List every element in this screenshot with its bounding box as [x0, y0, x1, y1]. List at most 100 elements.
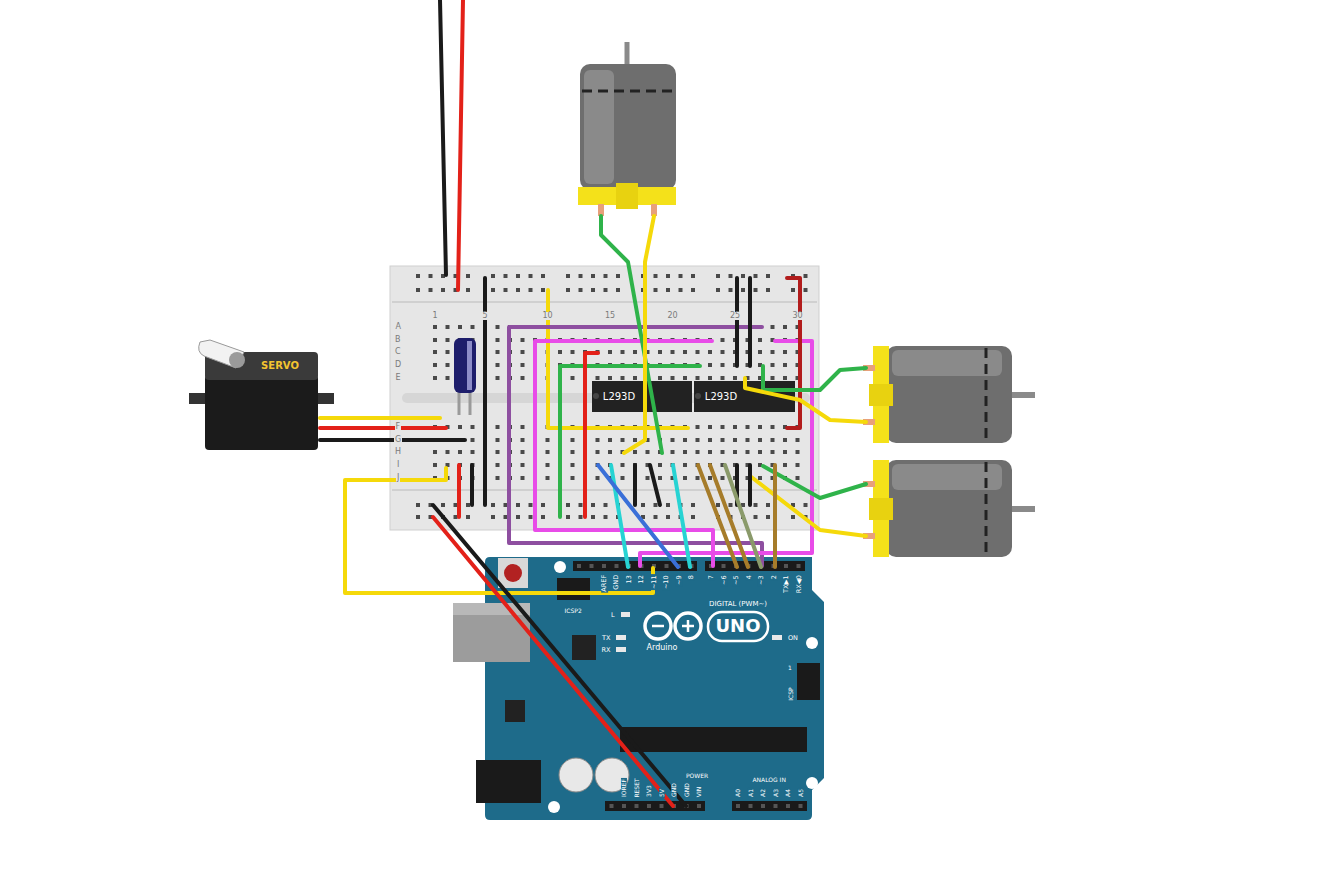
header-pin — [610, 804, 614, 808]
breadboard-hole — [804, 288, 808, 292]
pin-label: RX — [601, 647, 612, 654]
breadboard-index: 10 — [542, 312, 554, 320]
breadboard-hole — [458, 325, 462, 329]
breadboard-hole — [591, 503, 595, 507]
header-pin — [736, 804, 740, 808]
breadboard-hole — [804, 274, 808, 278]
breadboard-index: A — [395, 323, 402, 331]
breadboard-index: 20 — [667, 312, 679, 320]
breadboard-hole — [471, 425, 475, 429]
breadboard-hole — [621, 376, 625, 380]
breadboard-hole — [491, 515, 495, 519]
breadboard-index: F — [395, 423, 402, 431]
header-pin — [697, 804, 701, 808]
breadboard-hole — [566, 515, 570, 519]
dc-motor — [578, 42, 676, 216]
header-pin — [665, 564, 669, 568]
pin-label: 3V3 — [646, 784, 652, 798]
breadboard-hole — [521, 363, 525, 367]
breadboard-hole — [691, 503, 695, 507]
breadboard-hole — [633, 350, 637, 354]
chip-body — [592, 381, 692, 412]
breadboard-hole — [646, 450, 650, 454]
breadboard-hole — [516, 503, 520, 507]
dc-motor — [863, 346, 1035, 443]
breadboard-hole — [446, 338, 450, 342]
header-pin — [774, 804, 778, 808]
breadboard-hole — [771, 363, 775, 367]
dc-motor — [863, 460, 1035, 557]
breadboard-hole — [496, 463, 500, 467]
breadboard-hole — [758, 438, 762, 442]
pin-label: ON — [787, 635, 799, 642]
breadboard-hole — [683, 463, 687, 467]
breadboard-hole — [783, 363, 787, 367]
breadboard-hole — [471, 438, 475, 442]
pin-label: 7 — [708, 574, 715, 580]
breadboard-hole — [671, 450, 675, 454]
breadboard-hole — [433, 376, 437, 380]
breadboard-hole — [446, 325, 450, 329]
breadboard-hole — [516, 515, 520, 519]
breadboard-hole — [658, 476, 662, 480]
breadboard-hole — [679, 274, 683, 278]
breadboard-hole — [608, 350, 612, 354]
breadboard-hole — [429, 274, 433, 278]
breadboard-hole — [571, 376, 575, 380]
breadboard-hole — [696, 476, 700, 480]
breadboard-hole — [783, 325, 787, 329]
breadboard-hole — [791, 288, 795, 292]
breadboard-hole — [491, 503, 495, 507]
servo-body: SERVO — [205, 352, 318, 450]
breadboard-hole — [654, 515, 658, 519]
header-pin — [615, 564, 619, 568]
breadboard-hole — [683, 438, 687, 442]
breadboard-hole — [496, 376, 500, 380]
breadboard-hole — [758, 450, 762, 454]
header-pin — [749, 804, 753, 808]
breadboard-hole — [471, 325, 475, 329]
pin-label: GND — [671, 782, 677, 798]
breadboard-hole — [541, 288, 545, 292]
breadboard-hole — [458, 425, 462, 429]
breadboard-hole — [608, 438, 612, 442]
breadboard-hole — [729, 288, 733, 292]
breadboard-hole — [516, 288, 520, 292]
breadboard-hole — [708, 450, 712, 454]
breadboard-index: 5 — [482, 312, 489, 320]
breadboard-hole — [529, 288, 533, 292]
header-pin — [660, 804, 664, 808]
pin-label: TX — [601, 635, 611, 642]
breadboard-hole — [496, 476, 500, 480]
breadboard-hole — [429, 288, 433, 292]
breadboard-hole — [521, 338, 525, 342]
breadboard-hole — [666, 274, 670, 278]
pin-label: GND — [683, 782, 689, 798]
pin-label: 2 — [770, 574, 777, 580]
breadboard-hole — [783, 376, 787, 380]
breadboard-hole — [658, 350, 662, 354]
pin-label: A3 — [772, 788, 778, 798]
breadboard-hole — [754, 503, 758, 507]
breadboard-hole — [671, 438, 675, 442]
breadboard-hole — [771, 450, 775, 454]
pin-label: ~10 — [663, 574, 670, 590]
breadboard-hole — [541, 515, 545, 519]
breadboard-hole — [658, 376, 662, 380]
breadboard-hole — [546, 450, 550, 454]
breadboard-hole — [521, 350, 525, 354]
breadboard-hole — [771, 376, 775, 380]
breadboard-hole — [783, 450, 787, 454]
breadboard-hole — [491, 274, 495, 278]
breadboard-hole — [733, 438, 737, 442]
breadboard-hole — [804, 503, 808, 507]
breadboard-hole — [729, 503, 733, 507]
driver-chip: L293D — [694, 381, 795, 412]
breadboard-hole — [546, 463, 550, 467]
breadboard-hole — [579, 503, 583, 507]
breadboard-hole — [783, 463, 787, 467]
chip-notch — [695, 393, 701, 399]
breadboard-hole — [721, 438, 725, 442]
breadboard-hole — [446, 376, 450, 380]
breadboard-hole — [571, 350, 575, 354]
